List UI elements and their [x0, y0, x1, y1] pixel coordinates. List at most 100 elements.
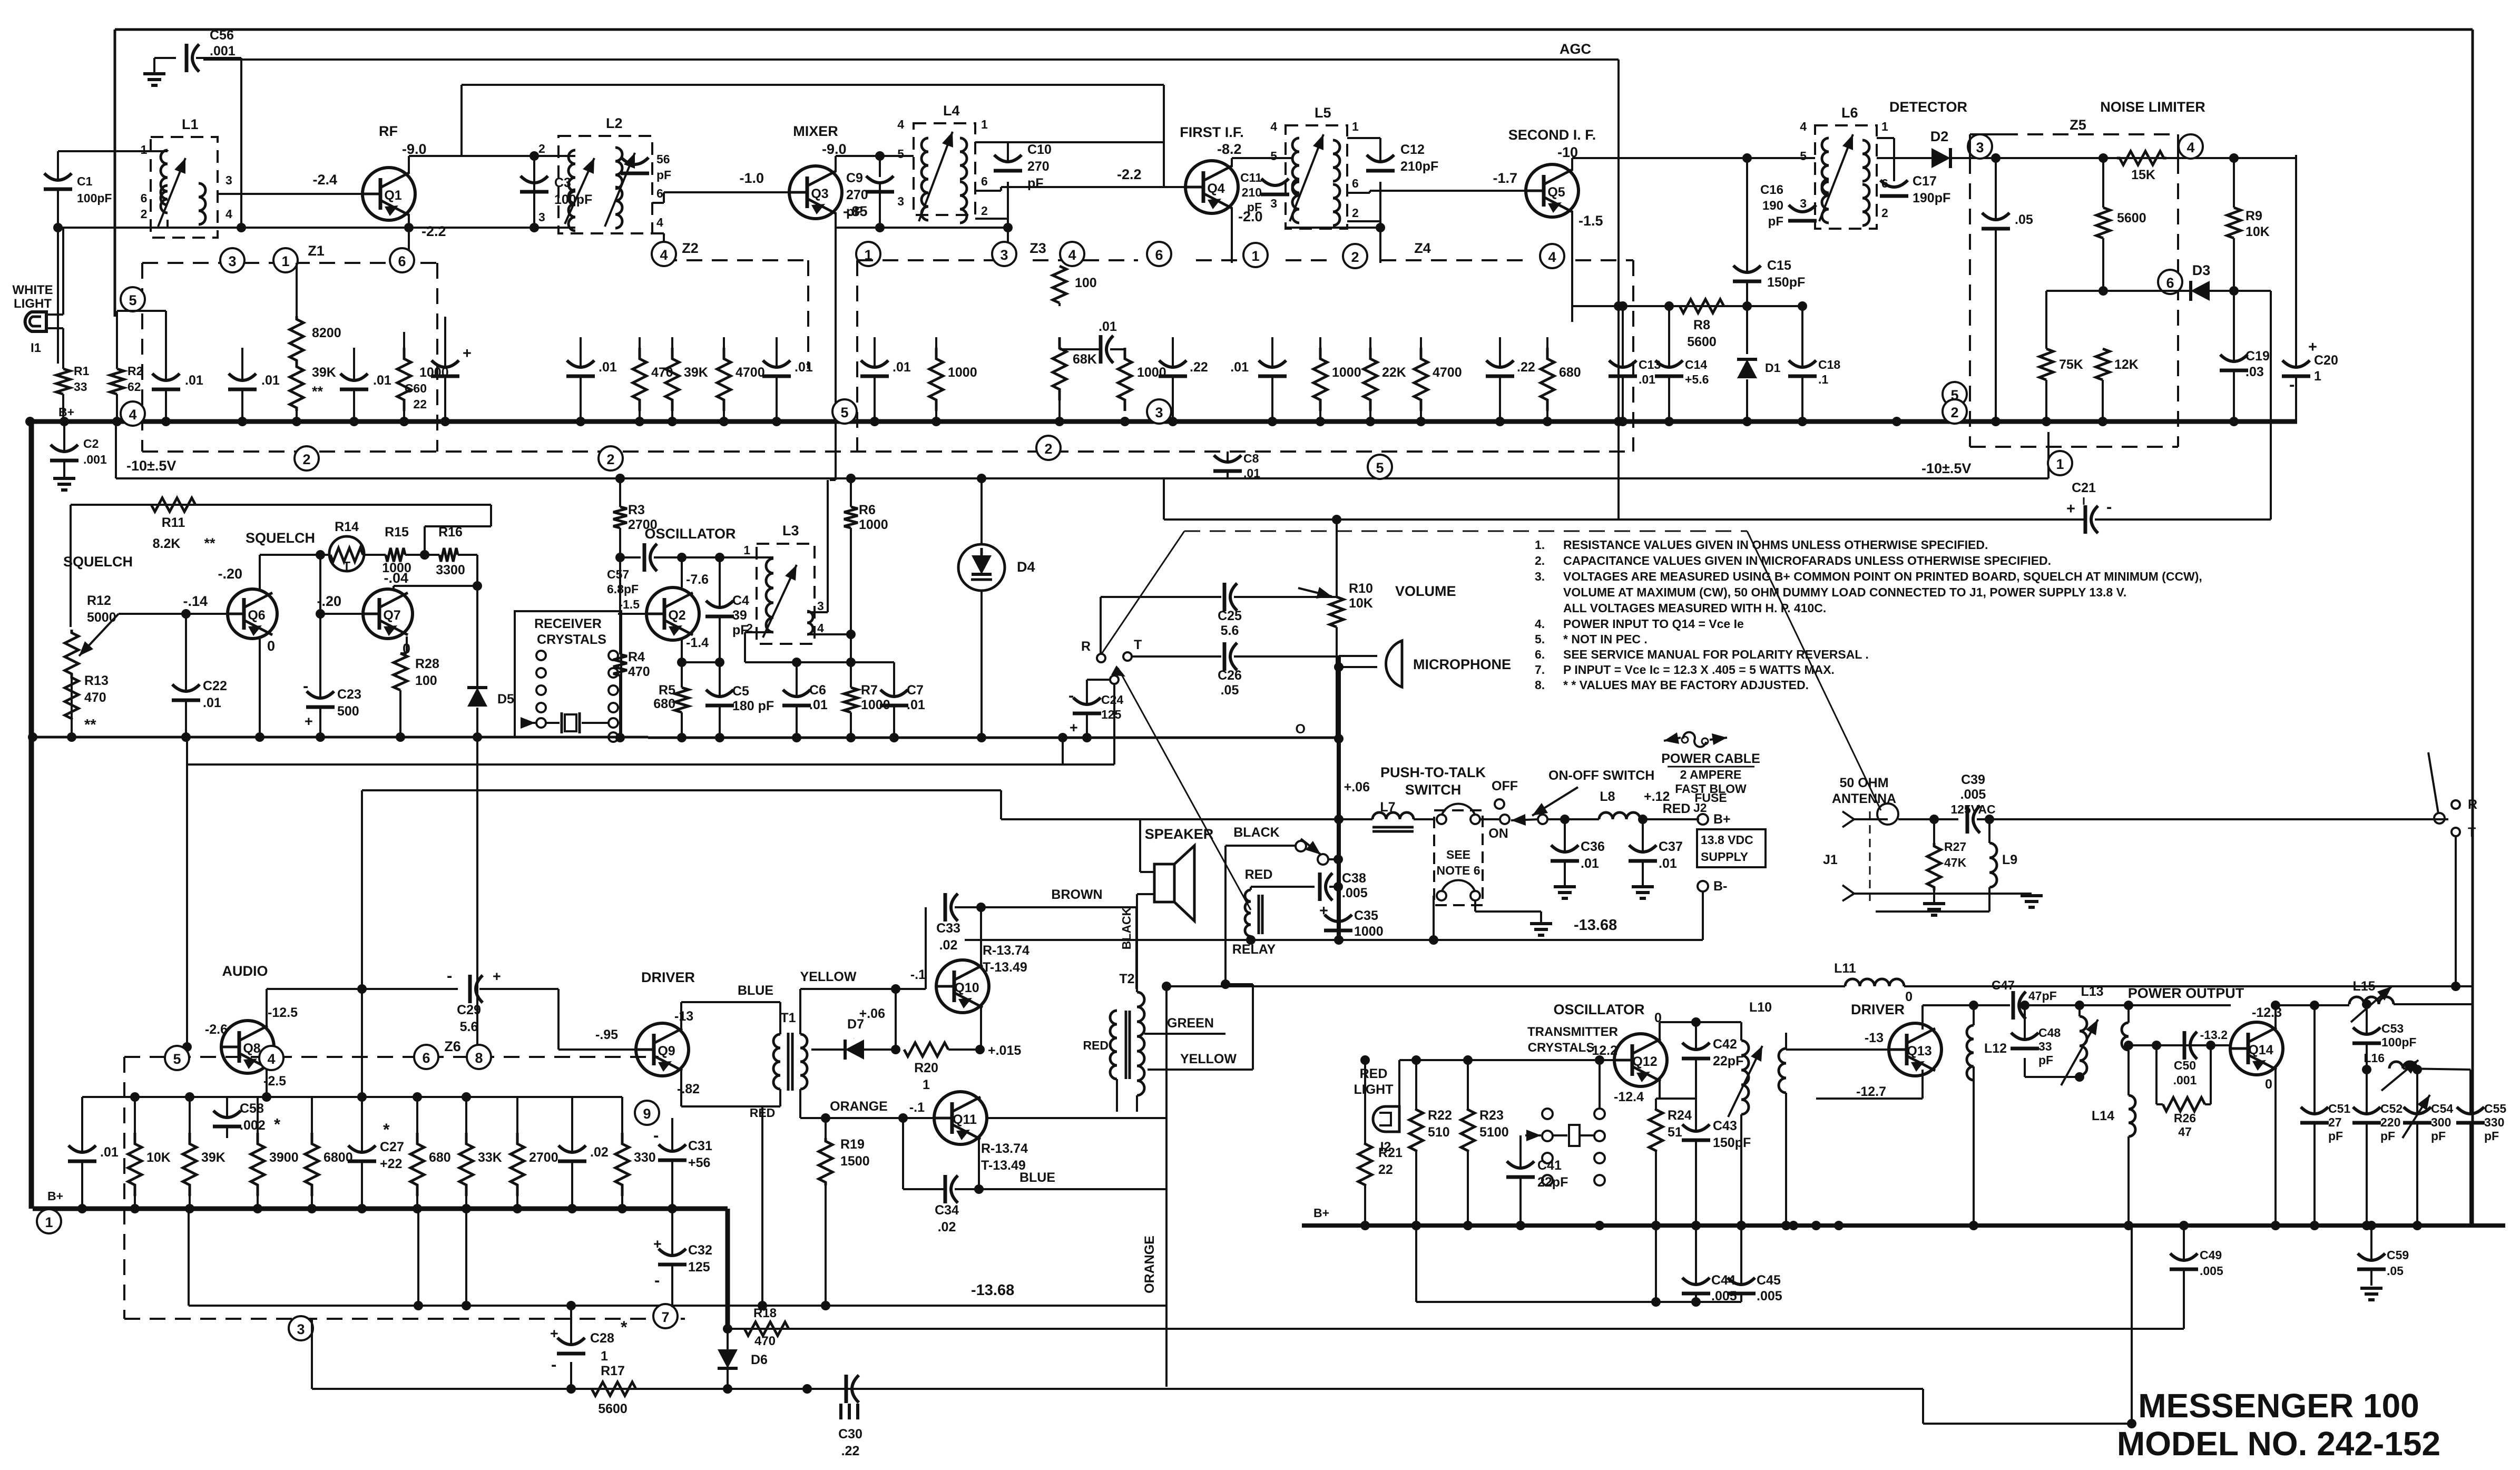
svg-text:C41: C41 [1537, 1158, 1562, 1173]
svg-text:C24: C24 [1101, 693, 1123, 707]
svg-text:B-: B- [1713, 879, 1727, 894]
svg-text:C59: C59 [2387, 1248, 2409, 1262]
svg-text:FAST BLOW: FAST BLOW [1675, 782, 1747, 796]
svg-text:.02: .02 [938, 1220, 956, 1234]
svg-text:-.1: -.1 [910, 967, 926, 982]
svg-text:RED: RED [1083, 1038, 1109, 1052]
svg-text:.001: .001 [83, 453, 107, 466]
svg-text:RECEIVER: RECEIVER [534, 616, 602, 631]
svg-text:190pF: 190pF [1913, 191, 1950, 205]
svg-text:C51: C51 [2328, 1102, 2350, 1115]
svg-text:pF: pF [1768, 214, 1783, 229]
svg-text:1: 1 [141, 143, 148, 156]
svg-text:Z3: Z3 [1029, 240, 1046, 256]
svg-text:2: 2 [1044, 441, 1052, 457]
svg-text:T: T [343, 559, 350, 573]
svg-text:5.: 5. [1535, 632, 1545, 646]
svg-text:210pF: 210pF [1400, 159, 1438, 174]
svg-text:Q4: Q4 [1207, 181, 1224, 196]
svg-text:T: T [1134, 638, 1142, 652]
svg-text:1: 1 [1881, 120, 1888, 133]
svg-text:6: 6 [656, 187, 663, 200]
svg-text:-7.6: -7.6 [686, 572, 709, 587]
svg-text:C28: C28 [590, 1331, 614, 1346]
svg-text:C22: C22 [203, 679, 227, 693]
svg-text:C27: C27 [380, 1140, 404, 1154]
svg-text:pF: pF [2431, 1129, 2446, 1143]
svg-text:CRYSTALS: CRYSTALS [1528, 1041, 1595, 1055]
svg-text:C49: C49 [2200, 1248, 2222, 1262]
svg-text:125: 125 [1101, 708, 1122, 721]
svg-text:+22: +22 [380, 1157, 402, 1171]
svg-text:PUSH-TO-TALK: PUSH-TO-TALK [1380, 765, 1486, 780]
svg-text:100pF: 100pF [77, 191, 112, 205]
svg-text:-.85: -.85 [843, 203, 868, 219]
svg-text:C20: C20 [2314, 353, 2338, 368]
svg-text:4: 4 [817, 621, 824, 635]
svg-text:C12: C12 [1400, 142, 1425, 157]
svg-text:-2.4: -2.4 [312, 172, 337, 188]
svg-text:1: 1 [981, 117, 988, 131]
svg-text:+.12: +.12 [1644, 789, 1670, 804]
svg-text:4: 4 [129, 407, 136, 423]
svg-text:C47: C47 [1992, 978, 2015, 993]
svg-text:-13.68: -13.68 [1574, 917, 1617, 934]
svg-text:C37: C37 [1659, 839, 1683, 854]
svg-text:75K: 75K [2059, 357, 2083, 372]
svg-text:2: 2 [1352, 206, 1359, 220]
svg-text:.01: .01 [893, 360, 911, 375]
svg-text:*: * [274, 1115, 281, 1133]
svg-text:1.: 1. [1535, 538, 1545, 552]
svg-text:C10: C10 [1027, 142, 1052, 157]
svg-text:.02: .02 [939, 938, 958, 953]
svg-text:50 OHM: 50 OHM [1839, 776, 1888, 790]
svg-text:47: 47 [2178, 1125, 2192, 1139]
svg-text:I1: I1 [31, 341, 41, 355]
svg-text:6: 6 [981, 174, 988, 188]
svg-text:Z2: Z2 [682, 240, 699, 256]
svg-text:C32: C32 [688, 1243, 712, 1258]
svg-text:RF: RF [379, 123, 398, 139]
svg-text:VOLTAGES ARE MEASURED USING: VOLTAGES ARE MEASURED USING B+ COMMON PO… [1563, 570, 2202, 583]
svg-text:B+: B+ [1713, 812, 1731, 827]
svg-text:R28: R28 [415, 656, 439, 671]
svg-text:L8: L8 [1600, 789, 1615, 804]
svg-text:5: 5 [1270, 149, 1277, 163]
svg-text:R23: R23 [1479, 1108, 1504, 1123]
svg-text:C42: C42 [1713, 1037, 1737, 1052]
svg-text:.01: .01 [1243, 466, 1260, 480]
svg-text:15K: 15K [2131, 168, 2155, 182]
svg-text:+: + [1070, 720, 1078, 736]
svg-text:+.06: +.06 [1344, 780, 1370, 795]
svg-text:13.8 VDC: 13.8 VDC [1701, 833, 1753, 847]
svg-text:39K: 39K [312, 365, 336, 380]
svg-text:.01: .01 [100, 1145, 119, 1160]
svg-text:R4: R4 [628, 650, 645, 664]
svg-text:MESSENGER 100: MESSENGER 100 [2138, 1387, 2419, 1425]
svg-text:FUSE: FUSE [1694, 791, 1727, 805]
svg-text:L13: L13 [2081, 984, 2103, 999]
svg-text:.01: .01 [599, 360, 617, 375]
svg-text:-13.68: -13.68 [971, 1282, 1014, 1299]
svg-text:B+: B+ [58, 405, 74, 419]
svg-text:R10: R10 [1349, 581, 1373, 596]
svg-text:YELLOW: YELLOW [1180, 1052, 1237, 1066]
svg-text:9: 9 [643, 1106, 651, 1122]
svg-text:L6: L6 [1841, 105, 1858, 121]
svg-text:51: 51 [1668, 1125, 1682, 1140]
svg-text:270: 270 [846, 188, 868, 202]
svg-text:O: O [1296, 722, 1306, 737]
svg-text:7.: 7. [1535, 663, 1545, 677]
svg-text:-: - [2106, 497, 2112, 516]
svg-text:4: 4 [267, 1051, 275, 1067]
svg-text:3: 3 [1270, 197, 1277, 210]
svg-text:1: 1 [281, 253, 289, 269]
svg-text:R16: R16 [438, 525, 463, 540]
svg-text:P INPUT = Vce Ic = 12.3 X .405: P INPUT = Vce Ic = 12.3 X .405 = 5 WATTS… [1563, 663, 1835, 677]
svg-text:C31: C31 [688, 1139, 712, 1153]
svg-text:.01: .01 [1581, 856, 1599, 871]
svg-text:C43: C43 [1713, 1119, 1737, 1133]
svg-text:-2.6: -2.6 [205, 1022, 228, 1037]
svg-text:C14: C14 [1685, 358, 1707, 371]
svg-text:*: * [621, 1318, 627, 1337]
